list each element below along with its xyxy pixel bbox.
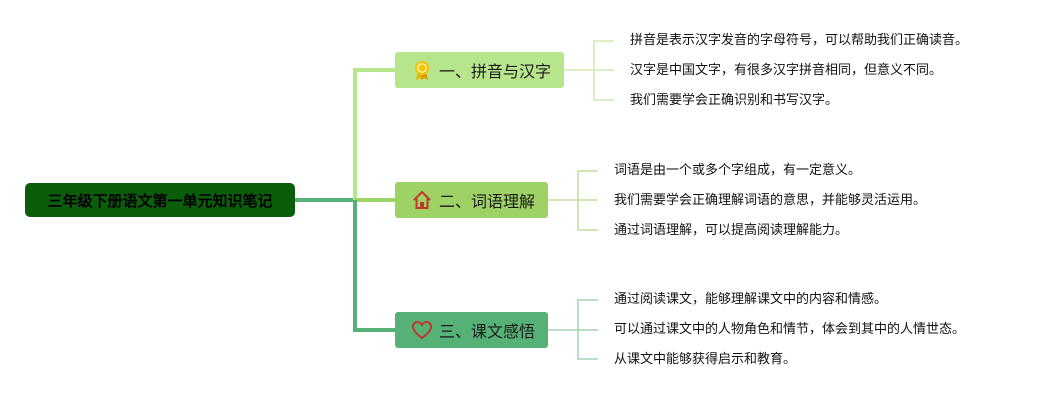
leaf-note: 从课文中能够获得启示和教育。 — [614, 352, 797, 367]
leaf-note: 通过阅读课文，能够理解课文中的内容和情感。 — [614, 292, 888, 307]
leaf-note: 我们需要学会正确识别和书写汉字。 — [630, 93, 839, 108]
leaf-note: 拼音是表示汉字发音的字母符号，可以帮助我们正确读音。 — [630, 33, 969, 48]
branch-word-understanding[interactable]: 二、词语理解 — [395, 182, 548, 218]
award-ribbon-icon — [411, 59, 433, 81]
leaf-note: 我们需要学会正确理解词语的意思，并能够灵活运用。 — [614, 193, 927, 208]
root-topic-label: 三年级下册语文第一单元知识笔记 — [47, 191, 273, 210]
home-icon — [411, 189, 433, 211]
root-topic[interactable]: 三年级下册语文第一单元知识笔记 — [25, 183, 295, 217]
leaf-note: 汉字是中国文字，有很多汉字拼音相同，但意义不同。 — [630, 63, 943, 78]
branch-pinyin-hanzi[interactable]: 一、拼音与汉字 — [395, 52, 564, 88]
heart-icon — [411, 319, 433, 341]
leaf-note: 词语是由一个或多个字组成，有一定意义。 — [614, 163, 862, 178]
leaf-note: 可以通过课文中的人物角色和情节，体会到其中的人情世态。 — [614, 322, 966, 337]
branch-text-reflection[interactable]: 三、课文感悟 — [395, 312, 548, 348]
branch-label: 一、拼音与汉字 — [439, 62, 552, 81]
branch-label: 三、课文感悟 — [439, 322, 536, 341]
branch-label: 二、词语理解 — [439, 192, 536, 211]
leaf-note: 通过词语理解，可以提高阅读理解能力。 — [614, 223, 849, 238]
